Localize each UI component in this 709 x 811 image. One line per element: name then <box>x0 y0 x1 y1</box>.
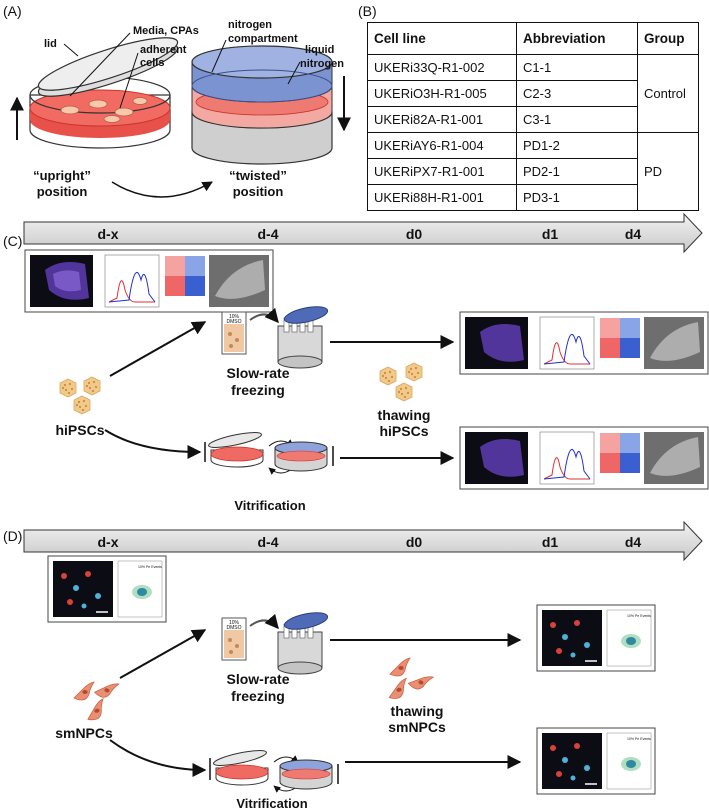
smnpc-characterization-panel-start: 10% Pe Events <box>47 555 167 623</box>
header-group: Group <box>637 22 699 55</box>
timeline-c: d-x d-4 d0 d1 d4 <box>23 212 703 254</box>
upright-label-1: “upright” <box>33 168 91 183</box>
table-row: UKERiO3H-R1-005 C2-3 <box>367 80 699 107</box>
smnpc-result-panel-slow: 10% Pe Events <box>536 604 656 672</box>
plot-caption-vitrification: 10% Pe Events <box>627 737 651 741</box>
table-row: UKERi33Q-R1-002 C1-1 Control <box>367 54 699 133</box>
hipsc-result-panel-slow <box>459 311 709 375</box>
table-row: UKERiAY6-R1-004 PD1-2 PD <box>367 132 699 211</box>
smnpc-label: smNPCs <box>55 725 113 741</box>
header-abbreviation: Abbreviation <box>516 22 638 55</box>
hipsc-colonies <box>59 376 101 415</box>
cell-line-abbreviation: C3-1 <box>516 106 638 133</box>
cell-line-table: Cell line Abbreviation Group UKERi33Q-R1… <box>367 22 699 211</box>
media-cpa-label: Media, CPAs <box>133 25 199 37</box>
panel-label-b: (B) <box>358 3 377 19</box>
tube-label-1: 10% <box>229 314 240 320</box>
hipsc-label: hiPSCs <box>55 422 104 438</box>
timeline-d-d0: d0 <box>406 534 423 550</box>
table-header-row: Cell line Abbreviation Group <box>367 22 699 55</box>
timeline-d-d4: d4 <box>625 534 642 550</box>
cell-line-abbreviation: C2-3 <box>516 80 638 107</box>
cell-line-abbreviation: C1-1 <box>516 54 638 81</box>
panel-label-d: (D) <box>3 528 22 544</box>
cell-line-name: UKERi88H-R1-001 <box>367 184 517 211</box>
tube-label-2: DMSO <box>227 319 242 325</box>
arrow-to-vitrification-c <box>104 429 202 459</box>
arrow-to-vitrification-d <box>109 739 207 777</box>
group-control: Control <box>637 54 699 133</box>
header-cell-line: Cell line <box>367 22 517 55</box>
slow-freezing-icon-c: 10% DMSO <box>221 306 329 369</box>
arrow-to-slow-freezing-c <box>109 321 207 377</box>
timeline-d: d-x d-4 d0 d1 d4 <box>23 520 703 562</box>
timeline-c-d4: d4 <box>625 226 642 242</box>
cell-line-name: UKERi33Q-R1-002 <box>367 54 517 81</box>
adherent-label-2: cells <box>140 57 164 69</box>
liquid-nitrogen-label-2: nitrogen <box>300 58 344 70</box>
position-change-arrow <box>111 181 213 198</box>
twisted-label-2: position <box>233 184 284 199</box>
slow-freezing-icon-d: 10% DMSO <box>221 612 329 675</box>
hipsc-characterization-panel-start <box>24 249 274 313</box>
cell-line-abbreviation: PD3-1 <box>516 184 638 211</box>
slow-rate-label-d-2: freezing <box>231 688 285 704</box>
slow-rate-label-c-1: Slow-rate <box>226 365 289 381</box>
vitrification-label-d: Vitrification <box>236 796 307 811</box>
twisted-dish <box>191 45 333 165</box>
timeline-d-d1: d1 <box>542 534 559 550</box>
cell-line-name: UKERiO3H-R1-005 <box>367 80 517 107</box>
thawing-smnpc-cells <box>385 657 434 701</box>
adherent-label-1: adherent <box>140 44 187 56</box>
smnpc-result-panel-vitrification: 10% Pe Events <box>536 727 656 795</box>
timeline-c-d0: d0 <box>406 226 423 242</box>
thawing-hipsc-label-1: thawing <box>378 407 431 423</box>
tube-label-d-1: 10% <box>229 620 240 626</box>
upright-dish <box>29 37 179 149</box>
timeline-d-d4neg: d-4 <box>258 534 279 550</box>
lid-label: lid <box>44 38 57 50</box>
tube-label-d-2: DMSO <box>227 625 242 631</box>
thawing-hipsc-label-2: hiPSCs <box>379 423 428 439</box>
panel-label-c: (C) <box>3 233 22 249</box>
plot-caption-slow: 10% Pe Events <box>627 614 651 618</box>
nitrogen-compartment-label-2: compartment <box>228 33 298 45</box>
timeline-c-dx: d-x <box>98 226 119 242</box>
vitrification-label-c: Vitrification <box>234 498 305 513</box>
slow-rate-label-c-2: freezing <box>231 382 285 398</box>
thawing-smnpc-label-2: smNPCs <box>388 719 446 735</box>
vitrification-icon-d <box>209 750 339 793</box>
group-pd: PD <box>637 132 699 211</box>
cell-line-name: UKERiPX7-R1-001 <box>367 158 517 185</box>
panel-label-a: (A) <box>3 3 22 19</box>
hipsc-result-panel-vitrification <box>459 426 709 490</box>
smnpc-cells <box>73 676 120 722</box>
cell-line-abbreviation: PD2-1 <box>516 158 638 185</box>
plot-caption-start: 10% Pe Events <box>138 565 162 569</box>
vitrification-icon-c <box>204 432 334 475</box>
thawing-smnpc-label-1: thawing <box>391 703 444 719</box>
slow-rate-label-d-1: Slow-rate <box>226 671 289 687</box>
nitrogen-compartment-label-1: nitrogen <box>228 19 272 31</box>
liquid-nitrogen-label-1: liquid <box>305 44 334 56</box>
panel-a-illustration: lid Media, CPAs adherent cells nitrogen … <box>10 19 351 199</box>
cell-line-abbreviation: PD1-2 <box>516 132 638 159</box>
cell-line-name: UKERi82A-R1-001 <box>367 106 517 133</box>
cell-line-name: UKERiAY6-R1-004 <box>367 132 517 159</box>
table-row: UKERiPX7-R1-001 PD2-1 <box>367 158 699 185</box>
thawing-hipsc-colonies <box>379 362 423 402</box>
table-row: UKERi82A-R1-001 C3-1 <box>367 106 699 133</box>
table-row: UKERi88H-R1-001 PD3-1 <box>367 184 699 211</box>
upright-label-2: position <box>37 184 88 199</box>
arrow-to-slow-freezing-d <box>119 629 207 679</box>
timeline-d-dx: d-x <box>98 534 119 550</box>
timeline-c-d1: d1 <box>542 226 559 242</box>
twisted-label-1: “twisted” <box>229 168 287 183</box>
timeline-c-d4neg: d-4 <box>258 226 279 242</box>
